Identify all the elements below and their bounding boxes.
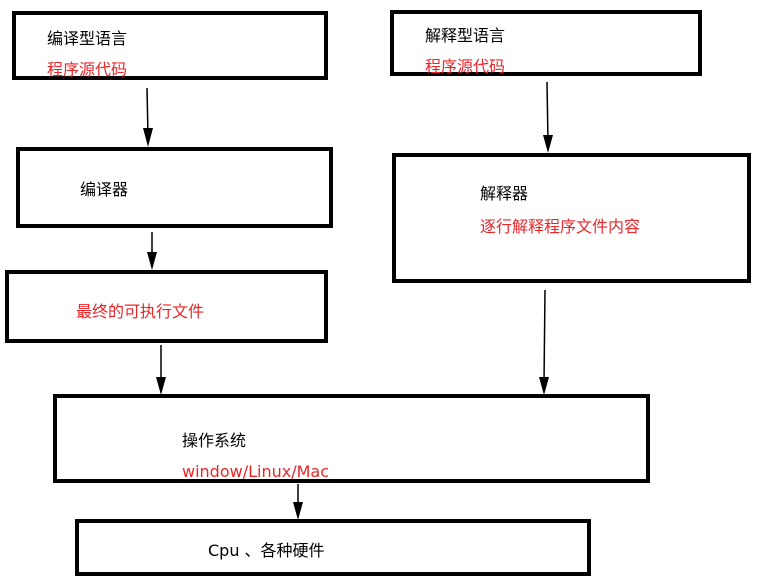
compiled-source-title: 编译型语言 <box>47 29 128 48</box>
arrowhead-executable-to-os <box>156 377 166 395</box>
hardware-title: Cpu 、各种硬件 <box>208 541 325 560</box>
interpreter-box <box>392 153 751 283</box>
interpreter-sub: 逐行解释程序文件内容 <box>480 217 641 236</box>
interpreter-title: 解释器 <box>480 184 529 203</box>
interpreted-source-box <box>390 10 702 76</box>
arrow-source-to-compiler <box>146 87 149 137</box>
compiled-source-box <box>12 11 328 80</box>
executable-title: 最终的可执行文件 <box>76 302 205 321</box>
interpreted-source-title: 解释型语言 <box>425 26 506 45</box>
arrowhead-os-to-hardware <box>293 502 303 520</box>
arrowhead-interpreter-to-os <box>539 377 549 395</box>
hardware-box <box>75 519 591 576</box>
os-sub: window/Linux/Mac <box>182 462 329 481</box>
compiler-box <box>16 147 333 228</box>
compiled-source-sub: 程序源代码 <box>47 60 128 79</box>
arrowhead-compiler-to-executable <box>147 252 157 270</box>
arrow-source-to-interpreter <box>546 81 549 143</box>
os-box <box>53 394 650 483</box>
arrowhead-source-to-interpreter <box>543 135 553 153</box>
compiler-title: 编译器 <box>80 180 129 199</box>
os-title: 操作系统 <box>182 431 247 450</box>
arrow-interpreter-to-os <box>543 289 546 384</box>
executable-box <box>5 270 328 343</box>
interpreted-source-sub: 程序源代码 <box>425 57 506 76</box>
arrowhead-source-to-compiler <box>143 128 153 147</box>
